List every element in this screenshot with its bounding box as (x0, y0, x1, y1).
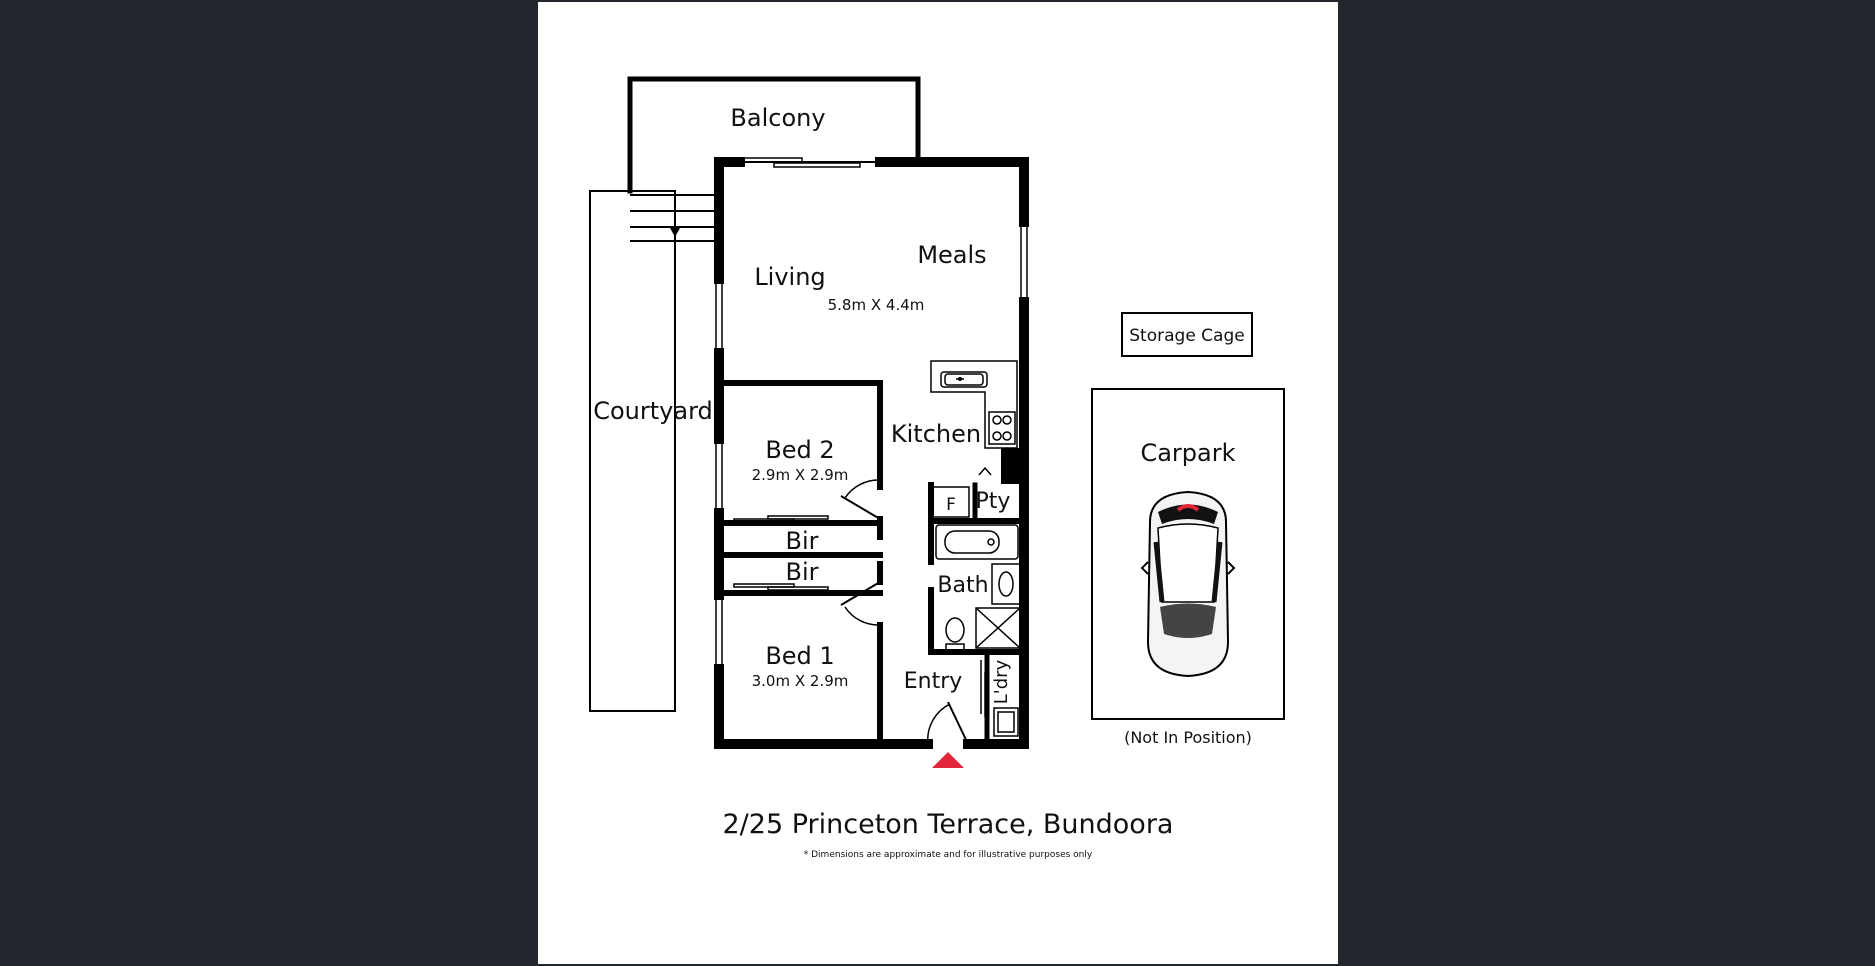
bed2-dimensions: 2.9m X 2.9m (752, 466, 849, 484)
floor-plan: Balcony Living Meals 5.8m X 4.4m Courtya… (589, 76, 1285, 860)
bath-label: Bath (937, 573, 988, 598)
entry-door (927, 701, 969, 745)
address-title: 2/25 Princeton Terrace, Bundoora (723, 809, 1174, 840)
pantry-label: Pty (976, 489, 1011, 514)
kitchen-bench (930, 360, 1018, 449)
wardrobe-doors (733, 515, 829, 591)
fridge-label: F (946, 495, 956, 515)
balcony-outline (627, 76, 921, 194)
storage-cage-label: Storage Cage (1129, 326, 1244, 346)
shower-icon (975, 607, 1021, 649)
balcony-sliding-door (740, 157, 880, 168)
entry-label: Entry (904, 669, 963, 694)
balcony-label: Balcony (730, 104, 825, 132)
bedroom-walls (716, 380, 883, 747)
basin-icon (991, 563, 1021, 605)
living-dimensions: 5.8m X 4.4m (828, 296, 925, 314)
fridge-space (932, 486, 970, 518)
floor-plan-card: Balcony Living Meals 5.8m X 4.4m Courtya… (538, 2, 1338, 964)
bir-upper-label: Bir (786, 527, 819, 555)
bed2-label: Bed 2 (765, 436, 834, 464)
windows (714, 227, 1029, 664)
carpark-box (1091, 388, 1285, 720)
toilet-icon (945, 617, 965, 651)
living-label: Living (754, 263, 825, 291)
bed1-dimensions: 3.0m X 2.9m (752, 672, 849, 690)
stairs-arrow-icon (670, 197, 680, 237)
bedroom-doors (840, 479, 881, 626)
disclaimer: * Dimensions are approximate and for ill… (804, 850, 1093, 860)
storage-cage-box (1121, 312, 1253, 357)
sink-icon (940, 371, 988, 388)
kitchen-label: Kitchen (891, 420, 981, 448)
wet-area-walls (928, 448, 1027, 747)
entry-arrow-icon (932, 752, 964, 768)
pantry-door (978, 466, 992, 476)
laundry-label: L'dry (991, 659, 1012, 704)
stairs (630, 194, 715, 242)
laundry-fixtures (980, 660, 1019, 737)
carpark-label: Carpark (1140, 439, 1235, 467)
courtyard-outline (589, 190, 676, 712)
cooktop-icon (988, 411, 1016, 445)
meals-label: Meals (917, 241, 986, 269)
bed1-label: Bed 1 (765, 642, 834, 670)
bir-lower-label: Bir (786, 558, 819, 586)
car-icon (1140, 490, 1236, 678)
bathtub-icon (935, 524, 1019, 560)
courtyard-label: Courtyard (593, 397, 713, 425)
carpark-note: (Not In Position) (1124, 728, 1252, 747)
